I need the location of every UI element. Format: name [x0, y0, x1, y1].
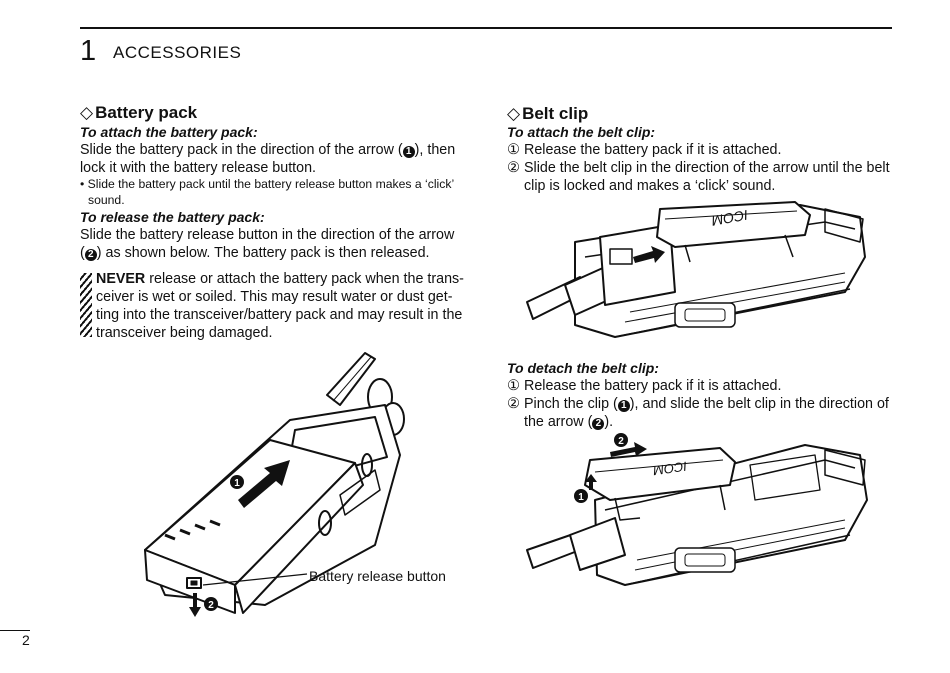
step-number: ① [507, 378, 520, 394]
belt-attach-step-1: ① Release the battery pack if it is atta… [507, 141, 897, 159]
chapter-number: 1 [80, 35, 97, 67]
battery-bullet-line-1: • Slide the battery pack until the batte… [80, 177, 455, 191]
page-number: 2 [22, 632, 30, 648]
diamond-icon: ◇ [80, 103, 94, 122]
belt-heading: ◇Belt clip [507, 104, 588, 124]
step-text-post: ). [604, 414, 614, 430]
callout-1-dot [230, 475, 244, 489]
step-text: Slide the belt clip in the direction of … [524, 160, 890, 176]
step-text: Release the battery pack if it is attach… [524, 378, 782, 394]
caution-hatch-icon [80, 273, 92, 337]
step-text: Release the battery pack if it is attach… [524, 142, 782, 158]
brand-logo: ICOM [710, 207, 749, 229]
battery-attach-line-2: lock it with the battery release button. [80, 160, 317, 176]
belt-detach-title: To detach the belt clip: [507, 360, 659, 376]
battery-figure: 1 2 Battery release button [144, 352, 446, 617]
battery-release-line-2: (2) as shown below. The battery pack is … [80, 244, 430, 262]
chapter-title: ACCESSORIES [113, 43, 242, 62]
step-number: ② [507, 396, 520, 412]
step-number: ② [507, 160, 520, 176]
step-text: clip is locked and makes a ‘click’ sound… [524, 178, 776, 194]
callout-1-label: 1 [234, 478, 240, 489]
belt-attach-figure: ICOM [526, 201, 866, 338]
release-text: ) as shown below. The battery pack is th… [96, 245, 430, 261]
caution-bold: NEVER [96, 271, 146, 287]
battery-heading: ◇Battery pack [80, 103, 197, 123]
step-text-pre: Pinch the clip ( [524, 396, 618, 412]
battery-attach-text-b: ), then [414, 142, 456, 158]
step-text-mid: ), and slide the belt clip in the direct… [629, 396, 889, 412]
release-paren: ( [80, 245, 85, 261]
belt-detach-step-1: ① Release the battery pack if it is atta… [507, 377, 897, 395]
callout-badge: 1 [617, 400, 630, 412]
caution-line-2: ceiver is wet or soiled. This may result… [96, 289, 453, 305]
callout-2-label: 2 [618, 436, 624, 447]
caution-line-4: transceiver being damaged. [96, 325, 273, 341]
belt-detach-step-2: ② Pinch the clip (1), and slide the belt… [507, 395, 897, 431]
callout-2-dot [614, 433, 628, 447]
callout-badge: 2 [592, 418, 605, 430]
battery-attach-text-a: Slide the battery pack in the direction … [80, 142, 403, 158]
battery-attach-title: To attach the battery pack: [80, 124, 258, 140]
caution-text-1: release or attach the battery pack when … [145, 271, 464, 287]
battery-release-line-1: Slide the battery release button in the … [80, 227, 455, 243]
step-text: Pinch the clip (1), and slide the belt c… [524, 395, 889, 413]
callout-2-dot [204, 597, 218, 611]
belt-attach-step-2: ② Slide the belt clip in the direction o… [507, 159, 897, 195]
page-rule [0, 630, 30, 631]
belt-attach-title: To attach the belt clip: [507, 124, 656, 140]
belt-heading-text: Belt clip [522, 104, 589, 123]
diamond-icon: ◇ [507, 104, 521, 123]
battery-heading-text: Battery pack [95, 103, 198, 122]
release-button-label: Battery release button [309, 568, 446, 584]
battery-release-title: To release the battery pack: [80, 209, 265, 225]
caution-line-1: NEVER release or attach the battery pack… [96, 270, 464, 288]
callout-2-label: 2 [208, 600, 214, 611]
battery-attach-line-1: Slide the battery pack in the direction … [80, 141, 455, 159]
step-number: ① [507, 142, 520, 158]
callout-badge: 2 [84, 249, 97, 261]
caution-line-3: ting into the transceiver/battery pack a… [96, 307, 463, 323]
step-text: the arrow (2). [524, 413, 613, 431]
belt-detach-figure: ICOM 2 1 [526, 433, 868, 586]
callout-1-label: 1 [578, 492, 584, 503]
battery-bullet-line-2: sound. [88, 193, 125, 207]
top-rule [80, 27, 892, 29]
callout-1-dot [574, 489, 588, 503]
callout-badge: 1 [402, 146, 415, 158]
brand-logo: ICOM [652, 459, 688, 479]
step-text-pre2: the arrow ( [524, 414, 593, 430]
